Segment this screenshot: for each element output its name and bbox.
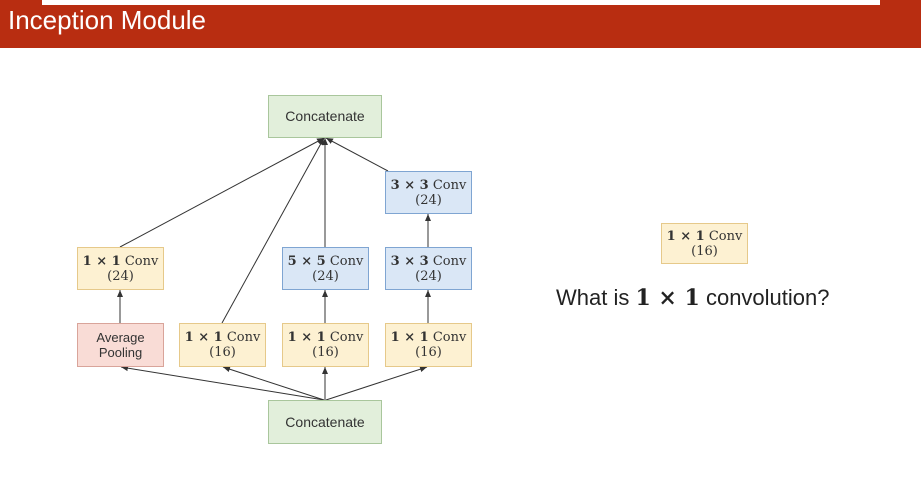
edge-conv3top-to-concat	[325, 137, 389, 172]
conv1x1-16-branch2-label: 1 × 1 Conv	[184, 330, 261, 345]
example-conv1x1-node: 1 × 1 Conv (16)	[661, 223, 748, 264]
conv1x1-24-channels: (24)	[107, 268, 134, 284]
question-math: 1 × 1	[635, 285, 700, 311]
conv1x1-16-branch3-node: 1 × 1 Conv (16)	[282, 323, 369, 367]
conv5x5-label: 5 × 5 Conv	[287, 253, 364, 269]
conv1x1-24-node: 1 × 1 Conv (24)	[77, 247, 164, 290]
edge-input-to-conv16b2	[222, 366, 325, 401]
average-pooling-line1: Average	[96, 330, 145, 345]
edge-input-to-conv16b4	[325, 366, 428, 401]
concatenate-output-node: Concatenate	[268, 95, 382, 138]
edge-conv16b2-to-concat	[221, 137, 325, 324]
conv3x3-mid-channels: (24)	[415, 268, 442, 284]
question-suffix: convolution?	[699, 285, 830, 310]
slide-title: Inception Module	[8, 5, 207, 35]
edge-conv24-to-concat	[119, 137, 325, 248]
conv3x3-top-channels: (24)	[415, 192, 442, 208]
conv3x3-mid-label: 3 × 3 Conv	[390, 253, 467, 269]
conv5x5-node: 5 × 5 Conv (24)	[282, 247, 369, 290]
example-conv1x1-channels: (16)	[691, 243, 718, 259]
conv1x1-16-branch3-channels: (16)	[312, 345, 339, 360]
conv3x3-top-node: 3 × 3 Conv (24)	[385, 171, 472, 214]
average-pooling-line2: Pooling	[98, 345, 143, 360]
concatenate-input-label: Concatenate	[285, 413, 365, 430]
example-conv1x1-label: 1 × 1 Conv	[666, 228, 743, 244]
title-bar: Inception Module	[0, 0, 921, 48]
conv3x3-top-label: 3 × 3 Conv	[390, 177, 467, 193]
concatenate-output-label: Concatenate	[285, 108, 365, 124]
average-pooling-node: Average Pooling	[77, 323, 164, 367]
conv1x1-16-branch2-channels: (16)	[209, 345, 236, 360]
edge-input-to-pool	[120, 365, 325, 401]
concatenate-input-node: Concatenate	[268, 400, 382, 444]
question-prefix: What is	[556, 285, 636, 310]
conv1x1-16-branch4-node: 1 × 1 Conv (16)	[385, 323, 472, 367]
conv1x1-16-branch2-node: 1 × 1 Conv (16)	[179, 323, 266, 367]
conv1x1-16-branch3-label: 1 × 1 Conv	[287, 330, 364, 345]
conv1x1-16-branch4-channels: (16)	[415, 345, 442, 360]
conv3x3-mid-node: 3 × 3 Conv (24)	[385, 247, 472, 290]
conv1x1-24-label: 1 × 1 Conv	[82, 253, 159, 269]
title-bar-strip	[42, 0, 880, 5]
conv5x5-channels: (24)	[312, 268, 339, 284]
conv1x1-16-branch4-label: 1 × 1 Conv	[390, 330, 467, 345]
question-text: What is 1 × 1 convolution?	[556, 285, 830, 311]
